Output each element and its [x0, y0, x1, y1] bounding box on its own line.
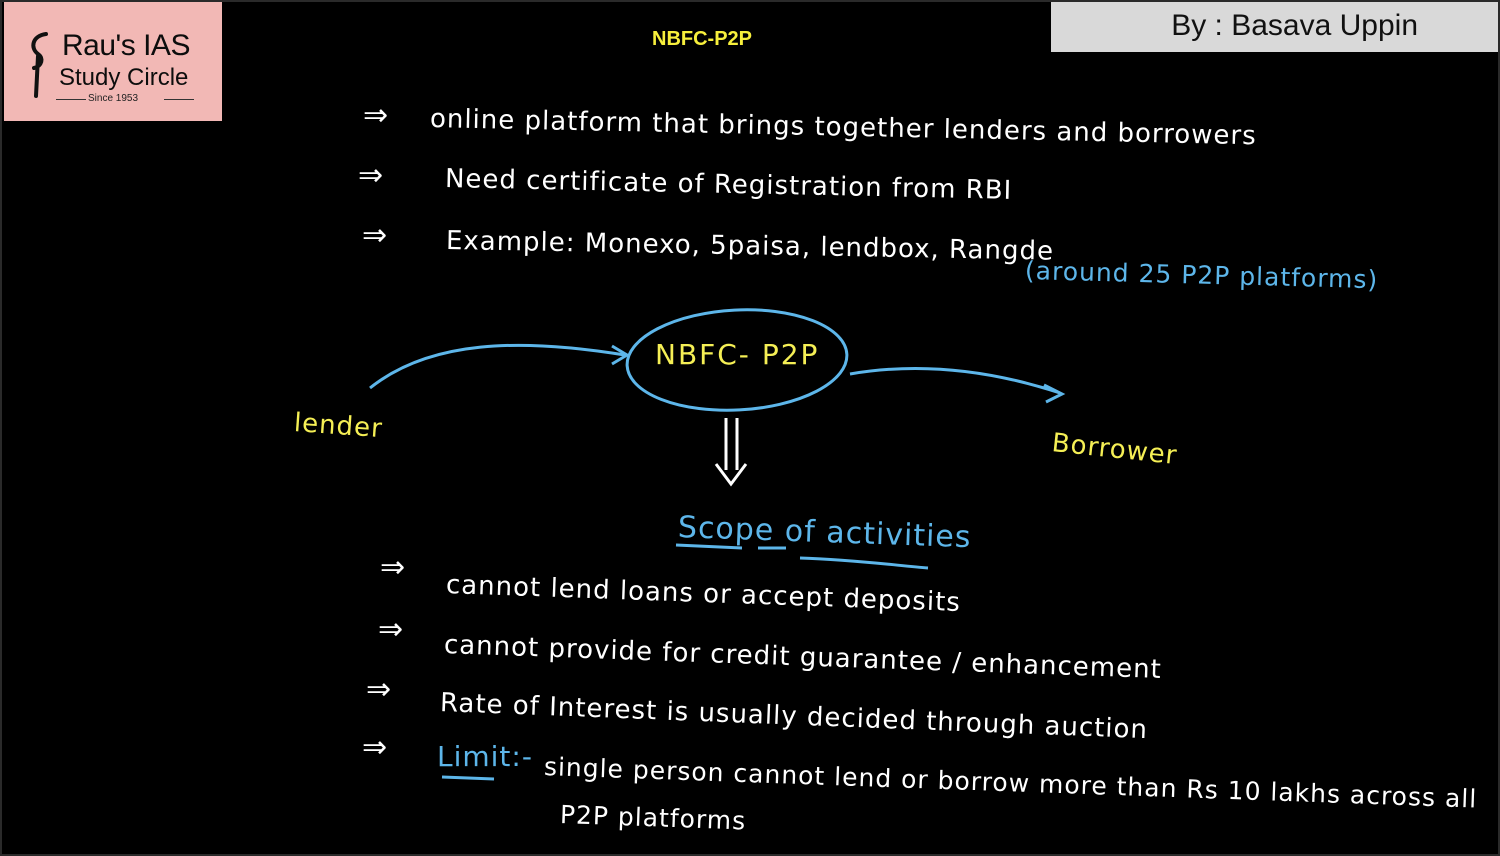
- limit-label: Limit:-: [437, 740, 533, 773]
- lender-to-nbfc-arrow: [369, 343, 626, 390]
- slide-title: NBFC-P2P: [652, 28, 753, 50]
- arrowhead-icon: [1043, 383, 1066, 404]
- bullet-arrow-icon: ⇒: [366, 672, 392, 707]
- diagram-lender-label: lender: [292, 408, 384, 445]
- logo-name: Rau's IAS: [62, 29, 190, 62]
- bullet-arrow-icon: ⇒: [380, 550, 406, 585]
- bullet-arrow-icon: ⇒: [378, 612, 404, 647]
- diagram-center-label: NBFC- P2P: [655, 338, 820, 371]
- bullet-arrow-icon: ⇒: [362, 218, 388, 253]
- down-double-arrow-icon: [724, 418, 739, 470]
- logo-rule-right: [164, 99, 194, 100]
- logo-since: Since 1953: [88, 93, 139, 104]
- logo-subtitle: Study Circle: [59, 64, 189, 91]
- logo-rule-left: [56, 99, 86, 100]
- bullet-arrow-icon: ⇒: [358, 158, 384, 193]
- author-name: By : Basava Uppin: [1171, 9, 1418, 42]
- author-banner: By : Basava Uppin: [1051, 2, 1498, 52]
- nbfc-ellipse: [625, 308, 849, 412]
- bullet-arrow-icon: ⇒: [362, 730, 388, 765]
- logo-glyph-icon: [31, 32, 48, 98]
- rau-ias-logo: Rau's IAS Study Circle Since 1953: [4, 2, 222, 121]
- limit-underline: [441, 775, 495, 781]
- bullet-arrow-icon: ⇒: [363, 98, 389, 133]
- arrowhead-icon: [611, 344, 630, 366]
- nbfc-to-borrower-arrow: [849, 366, 1061, 395]
- scope-underline-1: [675, 543, 743, 550]
- scope-underline-3: [799, 556, 929, 570]
